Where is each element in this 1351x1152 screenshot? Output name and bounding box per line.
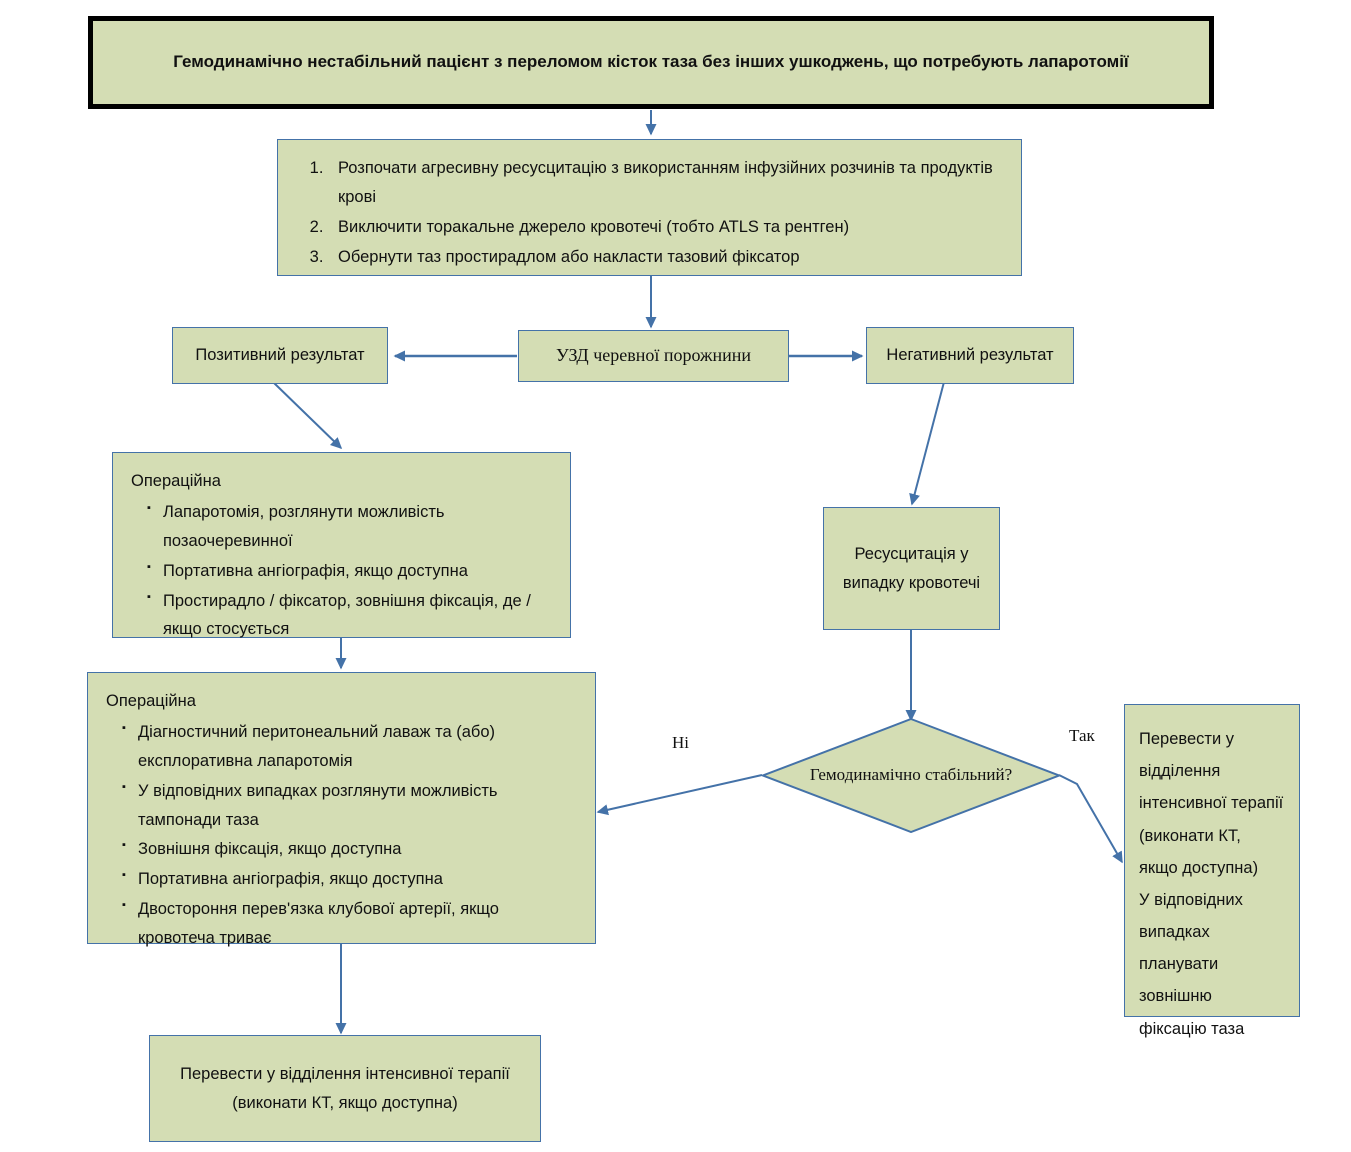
list-item-label: Портативна ангіографія, якщо доступна <box>163 561 468 580</box>
icu-right-box: Перевести у відділення інтенсивної терап… <box>1124 704 1300 1038</box>
icu-right-line: зовнішню <box>1139 987 1212 1006</box>
list-item: Виключити торакальне джерело кровотечі (… <box>328 213 1001 242</box>
list-item-label: Діагностичний перитонеальний лаваж та (а… <box>138 722 496 770</box>
or-block-1-list: ▪ Лапаротомія, розглянути можливість поза… <box>131 498 550 644</box>
resuscitation-box: Ресусцитація у випадку кровотечі <box>823 507 1000 630</box>
or-block-2-heading: Операційна <box>106 692 196 710</box>
icu-right-line: планувати <box>1139 955 1219 974</box>
negative-result-box: Негативний результат <box>866 327 1074 384</box>
or-block-1-box: Операційна ▪ Лапаротомія, розглянути можл… <box>112 452 571 638</box>
icu-right-line: Перевести у <box>1139 730 1235 748</box>
list-item-label: Простирадло / фіксатор, зовнішня фіксаці… <box>163 591 531 639</box>
positive-result-text: Позитивний результат <box>195 346 365 365</box>
decision-diamond: Гемодинамічно стабільний? <box>760 717 1062 834</box>
edge-label-yes: Так <box>1069 726 1095 745</box>
list-item: Розпочати агресивну ресусцитацію з викор… <box>328 154 1001 212</box>
ultrasound-box: УЗД черевної порожнини <box>518 330 789 382</box>
or-block-2-box: Операційна ▪ Діагностичний перитонеальний… <box>87 672 596 947</box>
initial-steps-box: Розпочати агресивну ресусцитацію з викор… <box>277 139 1022 276</box>
list-item: ▪ Діагностичний перитонеальний лаваж та (… <box>122 718 575 776</box>
initial-steps-list: Розпочати агресивну ресусцитацію з викор… <box>296 154 1001 272</box>
icu-right-line: фіксацію таза <box>1139 1019 1245 1038</box>
list-item-label: Лапаротомія, розглянути можливість позао… <box>163 502 445 550</box>
icu-right-line: У відповідних <box>1139 890 1243 909</box>
icu-right-line: (виконати КТ, <box>1139 826 1241 845</box>
list-item: ▪ У відповідних випадках розглянути можли… <box>122 777 575 835</box>
list-item-label: Зовнішня фіксація, якщо доступна <box>138 840 402 859</box>
ultrasound-text: УЗД черевної порожнини <box>555 345 752 366</box>
square-bullet-icon: ▪ <box>122 839 126 852</box>
connector-decision-no <box>596 774 763 816</box>
title-box: Гемодинамічно нестабільний пацієнт з пер… <box>88 16 1214 109</box>
square-bullet-icon: ▪ <box>147 501 151 514</box>
list-item: ▪ Портативна ангіографія, якщо доступна <box>122 865 575 894</box>
connector-positive-to-or1 <box>272 381 343 450</box>
square-bullet-icon: ▪ <box>122 869 126 882</box>
icu-right-line: випадках <box>1139 923 1210 942</box>
or-block-2-list: ▪ Діагностичний перитонеальний лаваж та (… <box>106 718 575 953</box>
list-item: ▪ Портативна ангіографія, якщо доступна <box>147 557 550 586</box>
title-box-text: Гемодинамічно нестабільний пацієнт з пер… <box>173 52 1129 72</box>
resuscitation-text: Ресусцитація у випадку кровотечі <box>842 544 981 592</box>
connector-negative-to-resuscitation <box>909 381 945 506</box>
square-bullet-icon: ▪ <box>122 899 126 912</box>
positive-result-box: Позитивний результат <box>172 327 388 384</box>
list-item-label: Двостороння перев'язка клубової артерії,… <box>138 900 499 947</box>
square-bullet-icon: ▪ <box>122 721 126 734</box>
list-item-label: У відповідних випадках розглянути можлив… <box>138 781 498 829</box>
list-item: Обернути таз простирадлом або накласти т… <box>328 243 1001 272</box>
square-bullet-icon: ▪ <box>147 560 151 573</box>
icu-bottom-box: Перевести у відділення інтенсивної терап… <box>149 1035 541 1142</box>
list-item: ▪ Зовнішня фіксація, якщо доступна <box>122 835 575 864</box>
connector-decision-yes <box>1058 774 1123 864</box>
decision-diamond-shape <box>760 717 1062 834</box>
square-bullet-icon: ▪ <box>147 590 151 603</box>
icu-right-line: інтенсивної терапії <box>1139 794 1284 813</box>
square-bullet-icon: ▪ <box>122 780 126 793</box>
list-item: ▪ Лапаротомія, розглянути можливість поза… <box>147 498 550 556</box>
edge-label-no: Ні <box>672 733 689 752</box>
list-item-label: Портативна ангіографія, якщо доступна <box>138 870 443 889</box>
list-item: ▪ Простирадло / фіксатор, зовнішня фіксац… <box>147 587 550 645</box>
icu-right-line: якщо доступна) <box>1139 858 1259 877</box>
icu-right-line: відділення <box>1139 762 1221 781</box>
icu-bottom-text: Перевести у відділення інтенсивної терап… <box>180 1064 510 1112</box>
or-block-1-heading: Операційна <box>131 472 221 490</box>
list-item: ▪ Двостороння перев'язка клубової артерії… <box>122 895 575 953</box>
negative-result-text: Негативний результат <box>886 346 1054 365</box>
